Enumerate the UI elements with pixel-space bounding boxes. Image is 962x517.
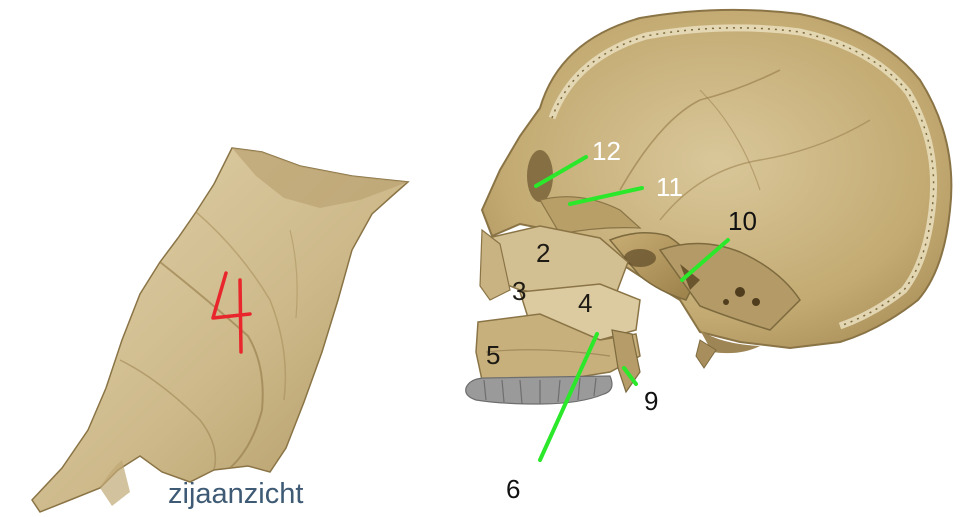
pointer-line-9 — [622, 366, 638, 386]
label-2: 2 — [536, 238, 550, 268]
pointer-line-12 — [534, 155, 588, 188]
label-9: 9 — [644, 386, 658, 416]
pointer-line-11 — [568, 186, 644, 206]
view-caption: zijaanzicht — [168, 478, 304, 510]
label-11: 11 — [656, 172, 683, 202]
handwritten-4-mark — [211, 271, 252, 354]
pointer-line-10 — [680, 238, 730, 282]
number-labels: 2 3 4 5 6 9 10 11 12 — [486, 136, 757, 504]
label-10: 10 — [728, 206, 757, 236]
vomer-bone-illustration — [31, 147, 410, 513]
label-3: 3 — [512, 276, 526, 306]
teeth — [465, 375, 613, 405]
label-5: 5 — [486, 340, 500, 370]
pointer-line-6 — [538, 332, 599, 462]
pointer-lines — [534, 155, 730, 462]
label-4: 4 — [578, 288, 592, 318]
label-6: 6 — [506, 474, 520, 504]
label-12: 12 — [592, 136, 621, 166]
skull-sagittal-illustration — [465, 8, 953, 405]
